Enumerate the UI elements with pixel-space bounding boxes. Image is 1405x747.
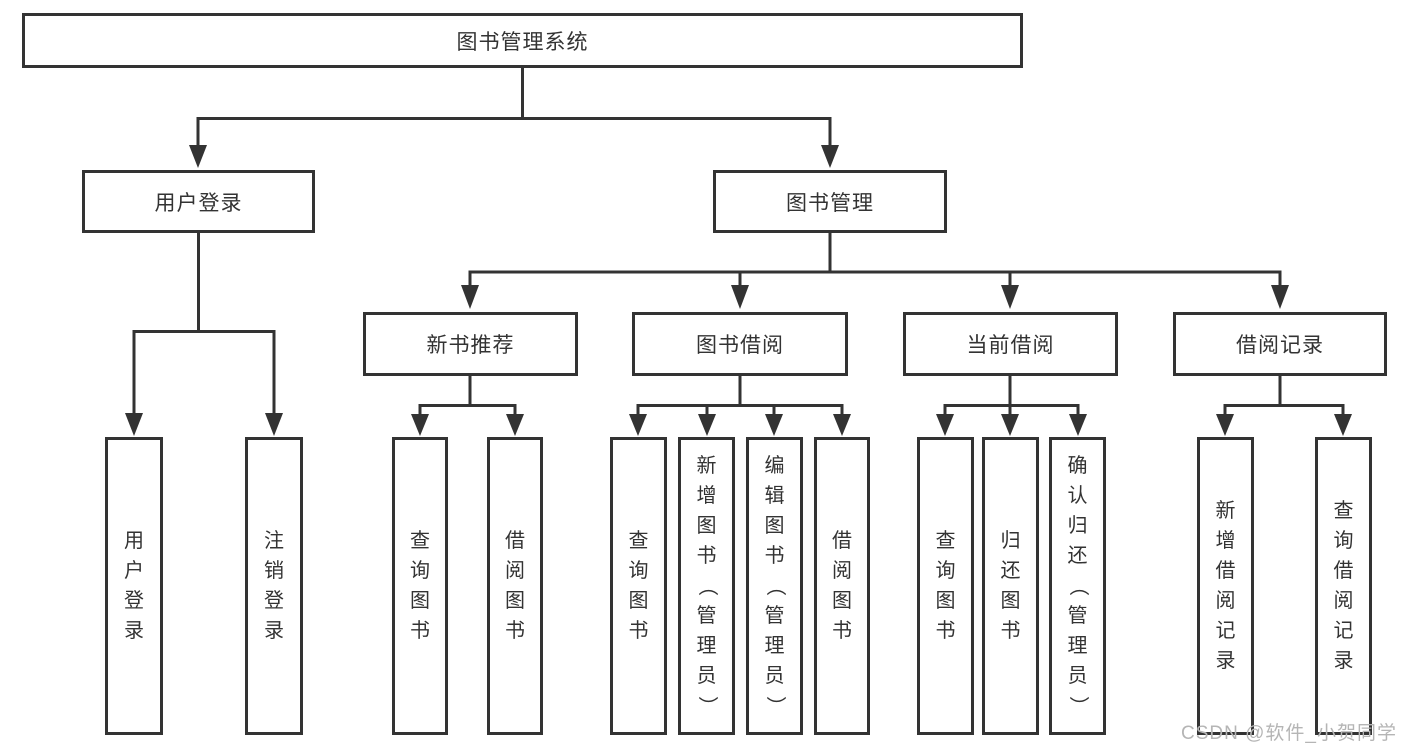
node-user-login: 用户登录 xyxy=(82,170,315,233)
node-label: 归还图书 xyxy=(1000,530,1021,642)
node-label: 查询图书 xyxy=(410,530,430,642)
node-current-borrowing: 当前借阅 xyxy=(903,312,1118,376)
node-label: 借阅记录 xyxy=(1236,334,1324,357)
node-label: 借阅图书 xyxy=(832,530,852,642)
node-label: 新书推荐 xyxy=(426,334,515,357)
leaf-current-return-books: 归还图书 xyxy=(982,437,1039,735)
node-library-management-system: 图书管理系统 xyxy=(22,13,1023,68)
connector-new-book-recommend-to-leaves xyxy=(411,376,524,436)
node-label: 用户登录 xyxy=(154,191,243,215)
node-label: 用户登录 xyxy=(124,530,144,642)
connector-borrowing-records-to-leaves xyxy=(1216,376,1352,436)
node-label: 确认归还（管理员） xyxy=(1066,455,1089,716)
leaf-borrowing-borrow-books: 借阅图书 xyxy=(814,437,870,735)
connector-root-to-level2 xyxy=(189,68,839,168)
node-label: 查询借阅记录 xyxy=(1333,500,1354,672)
leaf-borrowing-query-books: 查询图书 xyxy=(610,437,667,735)
node-label: 借阅图书 xyxy=(505,530,525,642)
node-book-management: 图书管理 xyxy=(713,170,947,233)
leaf-records-query-record: 查询借阅记录 xyxy=(1315,437,1372,735)
node-label: 查询图书 xyxy=(935,530,956,642)
node-label: 编辑图书（管理员） xyxy=(763,455,786,716)
leaf-current-confirm-return-admin: 确认归还（管理员） xyxy=(1049,437,1106,735)
node-label: 当前借阅 xyxy=(966,334,1055,357)
node-book-borrowing: 图书借阅 xyxy=(632,312,848,376)
node-borrowing-records: 借阅记录 xyxy=(1173,312,1387,376)
node-label: 新增图书（管理员） xyxy=(695,455,718,716)
node-label: 图书管理系统 xyxy=(456,30,589,54)
node-label: 新增借阅记录 xyxy=(1215,500,1236,672)
leaf-user-login: 用户登录 xyxy=(105,437,163,735)
leaf-borrowing-edit-books-admin: 编辑图书（管理员） xyxy=(746,437,803,735)
leaf-current-query-books: 查询图书 xyxy=(917,437,974,735)
leaf-borrowing-add-books-admin: 新增图书（管理员） xyxy=(678,437,735,735)
leaf-logout: 注销登录 xyxy=(245,437,303,735)
node-label: 注销登录 xyxy=(264,530,284,642)
connector-current-borrowing-to-leaves xyxy=(936,376,1087,436)
connector-book-management-to-level3 xyxy=(461,233,1289,309)
node-label: 图书管理 xyxy=(786,191,874,215)
node-new-book-recommend: 新书推荐 xyxy=(363,312,578,376)
leaf-recommend-query-books: 查询图书 xyxy=(392,437,448,735)
node-label: 查询图书 xyxy=(628,530,649,642)
connector-book-borrowing-to-leaves xyxy=(629,376,851,436)
connector-user-login-to-leaves xyxy=(125,233,283,436)
leaf-recommend-borrow-books: 借阅图书 xyxy=(487,437,543,735)
leaf-records-add-record: 新增借阅记录 xyxy=(1197,437,1254,735)
node-label: 图书借阅 xyxy=(696,334,784,357)
csdn-watermark: CSDN @软件_小贺同学 xyxy=(1181,723,1397,744)
